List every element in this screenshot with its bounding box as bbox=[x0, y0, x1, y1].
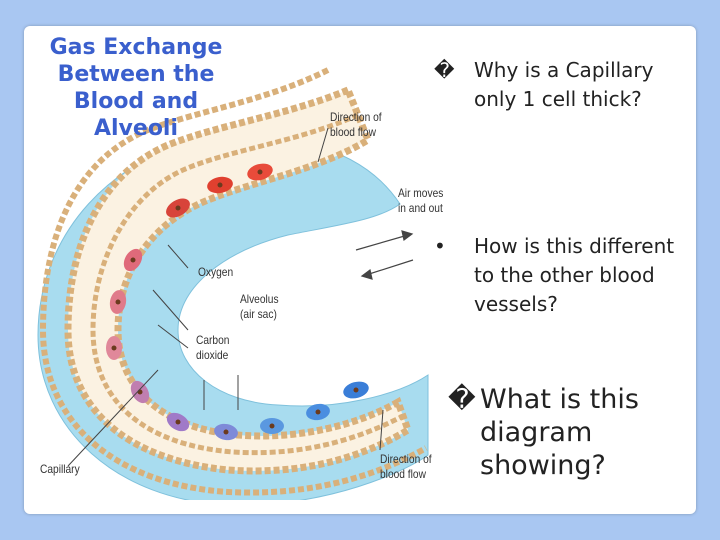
outer-wall bbox=[39, 67, 428, 496]
label-line: in and out bbox=[398, 201, 443, 215]
label-line: (air sac) bbox=[240, 307, 277, 321]
nucleus bbox=[130, 257, 136, 263]
capillary-band bbox=[64, 85, 413, 475]
label-line: Alveolus bbox=[240, 292, 279, 306]
title-line: Gas Exchange bbox=[49, 35, 223, 60]
label-line: dioxide bbox=[196, 348, 229, 362]
nucleus bbox=[257, 169, 263, 175]
cell-nuclei bbox=[111, 169, 359, 435]
gas-exchange-diagram bbox=[37, 67, 429, 500]
bullet-marker: • bbox=[434, 234, 446, 258]
nucleus bbox=[137, 389, 143, 395]
air-arrows bbox=[355, 230, 414, 280]
diagram-title: Gas Exchange Between the Blood and Alveo… bbox=[30, 34, 242, 142]
nucleus bbox=[353, 387, 359, 393]
nucleus bbox=[175, 419, 181, 425]
bullet-capillary-thickness: � Why is a Capillary only 1 cell thick? bbox=[434, 56, 690, 114]
nucleus bbox=[315, 409, 321, 415]
bullet-text: How is this different to the other blood… bbox=[474, 234, 675, 316]
label-line: Direction of bbox=[330, 110, 382, 124]
label-direction-bottom: Direction of blood flow bbox=[380, 452, 432, 482]
capillary-inner-wall bbox=[90, 112, 405, 456]
nucleus bbox=[175, 205, 181, 211]
nucleus bbox=[115, 299, 121, 305]
label-capillary: Capillary bbox=[40, 462, 80, 477]
bullet-marker: � bbox=[434, 58, 455, 82]
label-carbon-dioxide: Carbon dioxide bbox=[196, 333, 229, 363]
label-line: Oxygen bbox=[198, 265, 234, 279]
bullet-marker: � bbox=[448, 384, 476, 415]
title-line: Blood and bbox=[73, 89, 199, 114]
label-line: blood flow bbox=[380, 467, 426, 481]
title-line: Alveoli bbox=[93, 116, 179, 141]
label-air-moves: Air moves in and out bbox=[398, 186, 443, 216]
label-oxygen: Oxygen bbox=[198, 265, 233, 280]
nucleus bbox=[223, 429, 229, 435]
pointer-lines bbox=[67, 127, 384, 467]
nucleus bbox=[269, 423, 275, 429]
title-line: Between the bbox=[57, 62, 215, 87]
bullet-text: What is this diagram showing? bbox=[480, 384, 639, 481]
label-line: Air moves bbox=[398, 186, 444, 200]
nucleus bbox=[217, 182, 223, 188]
bullet-diagram-question: �What is this diagram showing? bbox=[448, 383, 690, 482]
label-line: Carbon bbox=[196, 333, 230, 347]
label-line: blood flow bbox=[330, 125, 376, 139]
bullet-text: Why is a Capillary only 1 cell thick? bbox=[474, 58, 654, 111]
label-direction-top: Direction of blood flow bbox=[330, 110, 382, 140]
label-alveolus: Alveolus (air sac) bbox=[240, 292, 279, 322]
label-line: Direction of bbox=[380, 452, 432, 466]
label-line: Capillary bbox=[40, 462, 80, 476]
bullet-vessel-difference: • How is this different to the other bloo… bbox=[434, 232, 690, 319]
nucleus bbox=[111, 345, 117, 351]
